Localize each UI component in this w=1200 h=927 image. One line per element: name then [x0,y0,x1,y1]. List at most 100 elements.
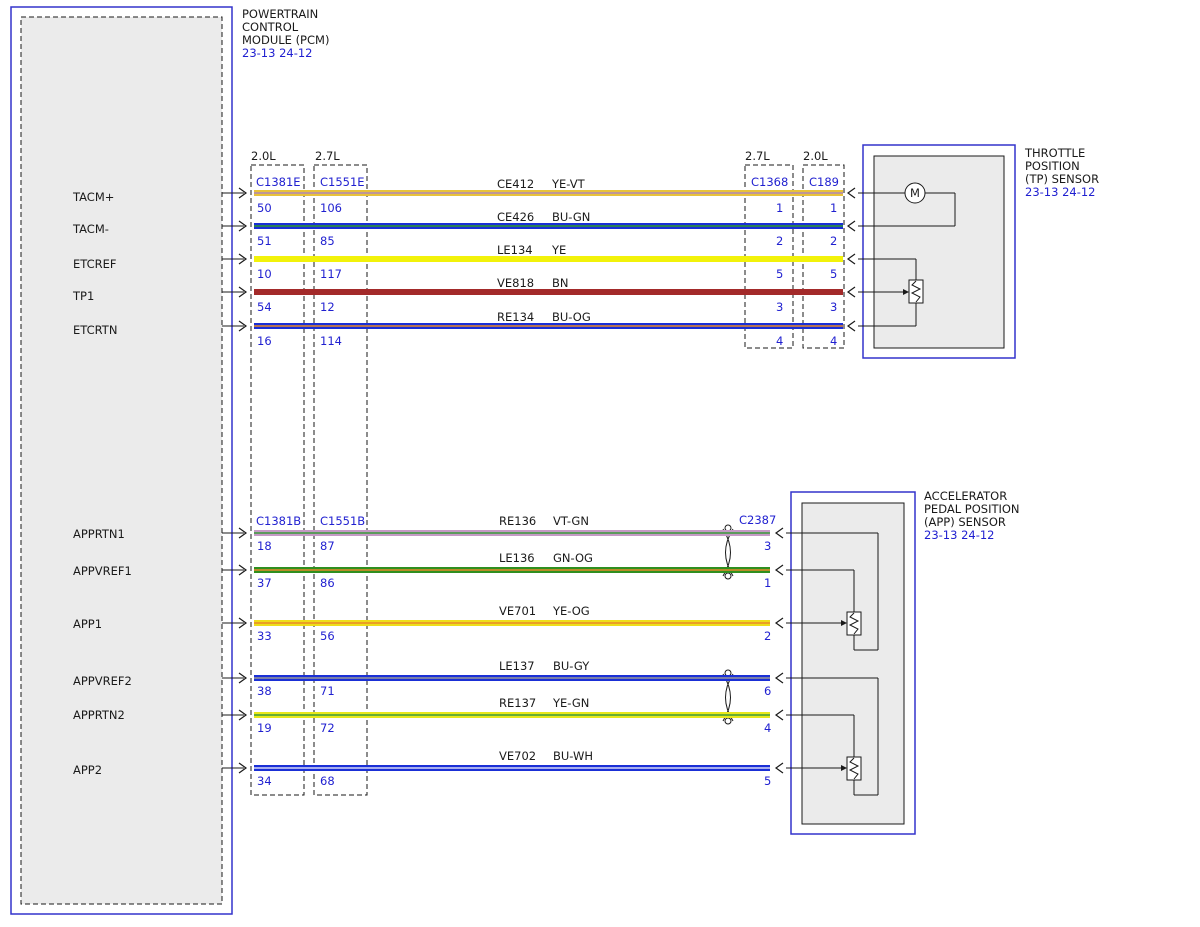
app-refs[interactable]: 23-13 24-12 [924,528,995,542]
pin-arrow [238,564,248,576]
circuit-id: VE818 [497,276,534,290]
pin-number: 86 [320,576,335,590]
pin-arrow [846,187,856,199]
motor-icon: M [901,182,929,204]
circuit-id: LE137 [499,659,535,673]
pin-number: 4 [776,334,783,348]
pin-number: 37 [257,576,272,590]
pin-arrow [238,320,248,332]
circuit-id: VE701 [499,604,536,618]
pin-arrow [238,187,248,199]
potentiometer-icon [841,611,862,636]
potentiometer-icon [903,279,924,304]
tp-refs[interactable]: 23-13 24-12 [1025,185,1096,199]
pin-arrow [774,527,784,539]
connector-box-2-7l-pcm [313,164,368,796]
potentiometer-icon [841,756,862,781]
pin-number: 2 [830,234,837,248]
pin-number: 3 [764,539,771,553]
pin-number: 87 [320,539,335,553]
app-title-line-3: (APP) SENSOR [924,515,1006,529]
engine-tag-left-a: 2.0L [251,149,276,163]
wire-color-code: YE-OG [552,604,590,618]
engine-tag-right-a: 2.7L [745,149,770,163]
tp-title-line-2: POSITION [1025,159,1080,173]
wire-color-code: BU-GN [552,210,590,224]
pin-number: 6 [764,684,771,698]
pcm-module-body [20,16,223,905]
tp-sensor-body [873,155,1005,349]
app-title-line-2: PEDAL POSITION [924,502,1020,516]
connector-label-c1368[interactable]: C1368 [751,175,788,189]
pin-label: TACM- [72,222,109,236]
pin-arrow [238,762,248,774]
wire-color-code: BU-OG [552,310,591,324]
circuit-id: RE137 [499,696,536,710]
pin-number: 34 [257,774,272,788]
connector-label-c189[interactable]: C189 [809,175,839,189]
pin-number: 38 [257,684,272,698]
pin-number: 51 [257,234,272,248]
circuit-id: VE702 [499,749,536,763]
pin-arrow [774,672,784,684]
pin-number: 1 [764,576,771,590]
pcm-module-frame [10,6,233,915]
connector-label-c1551e[interactable]: C1551E [320,175,365,189]
pin-label: APPVREF2 [73,674,132,688]
pin-number: 106 [320,201,342,215]
pin-number: 72 [320,721,335,735]
pin-number: 117 [320,267,342,281]
connector-label-c1381e[interactable]: C1381E [256,175,301,189]
pin-number: 71 [320,684,335,698]
pin-arrow [846,286,856,298]
pin-arrow [238,672,248,684]
pin-number: 68 [320,774,335,788]
circuit-id: CE426 [497,210,534,224]
tp-title-line-3: (TP) SENSOR [1025,172,1099,186]
pin-arrow [238,709,248,721]
wire-color-code: YE-GN [552,696,589,710]
pin-number: 56 [320,629,335,643]
pin-arrow [774,564,784,576]
motor-label: M [910,186,920,200]
pin-number: 33 [257,629,272,643]
tp-sensor-frame [862,144,1016,359]
wire-color-code: BN [552,276,569,290]
pcm-title-line-1: POWERTRAIN [242,7,318,21]
pin-label: APPRTN1 [73,527,125,541]
app-sensor-frame [790,491,916,835]
circuit-id: RE134 [497,310,534,324]
circuit-id: LE136 [499,551,535,565]
pin-arrow [846,220,856,232]
pin-number: 3 [830,300,837,314]
pin-number: 10 [257,267,272,281]
connector-label-c2387[interactable]: C2387 [739,513,776,527]
pcm-title-line-3: MODULE (PCM) [242,33,329,47]
tp-internal-wiring [858,192,956,327]
pin-arrow [238,253,248,265]
pin-arrow [238,220,248,232]
pin-label: TP1 [72,289,94,303]
engine-tag-left-b: 2.7L [315,149,340,163]
engine-tag-right-b: 2.0L [803,149,828,163]
pin-number: 2 [764,629,771,643]
tp-title-line-1: THROTTLE [1024,146,1085,160]
connector-label-c1381b[interactable]: C1381B [256,514,301,528]
pin-arrow [774,617,784,629]
pin-number: 5 [830,267,837,281]
pin-label: ETCRTN [73,323,117,337]
pin-label: TACM+ [72,190,114,204]
pin-number: 19 [257,721,272,735]
pin-number: 1 [830,201,837,215]
pin-label: APPRTN2 [73,708,125,722]
pcm-title-line-2: CONTROL [242,20,299,34]
pin-label: ETCREF [73,257,117,271]
pcm-refs[interactable]: 23-13 24-12 [242,46,313,60]
connector-label-c1551b[interactable]: C1551B [320,514,365,528]
wire-color-code: YE [551,243,566,257]
wire-color-code: BU-GY [553,659,590,673]
pin-arrow [238,617,248,629]
wire-color-code: VT-GN [553,514,589,528]
app-internal-wiring [786,532,879,796]
pin-arrow [846,253,856,265]
